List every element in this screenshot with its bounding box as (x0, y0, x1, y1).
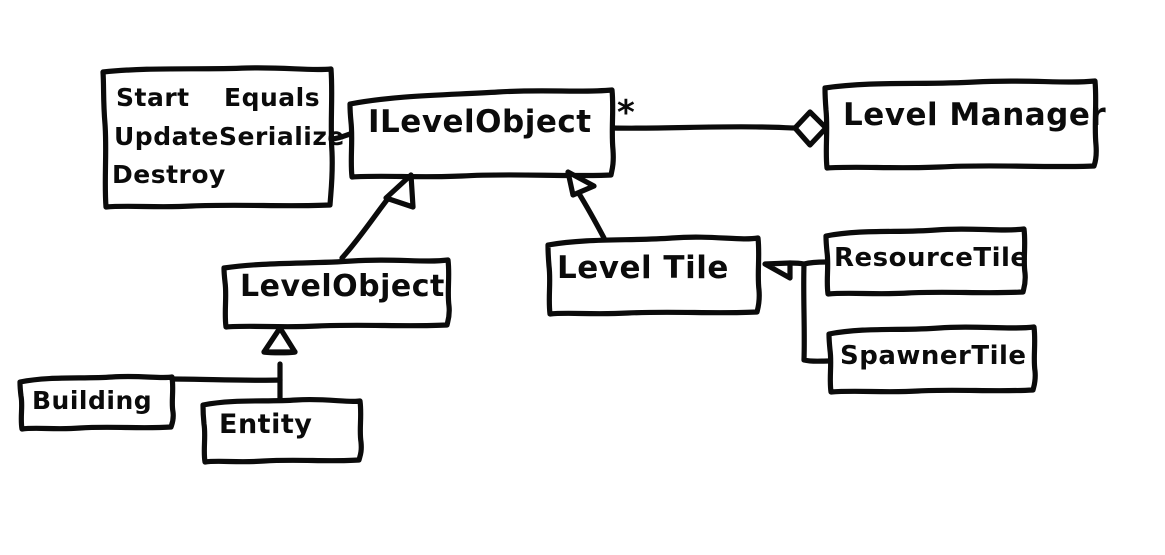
note-link-line (328, 131, 353, 142)
realization-line-leveltile-ilevelobject (565, 169, 607, 241)
note-row-0-left: Start (116, 83, 190, 112)
entity-box (200, 396, 364, 465)
levelobject-box (221, 257, 452, 330)
note-row-2-left: Destroy (112, 160, 226, 189)
note-row-1-left: Update (114, 122, 219, 151)
inheritance-line-tiles-leveltile (762, 259, 831, 364)
spawnertile-box (826, 324, 1038, 395)
multiplicity-label-aggregation: * (617, 93, 635, 133)
leveltile-box (545, 234, 762, 317)
note-row-0-right: Equals (224, 83, 321, 112)
levelmanager-box (822, 78, 1099, 171)
resourcetile-box (823, 226, 1028, 297)
aggregation-line-levelmanager-ilevelobject (610, 109, 829, 148)
realization-line-levelobject-ilevelobject (339, 172, 416, 261)
note-row-1-right: Serialize (219, 122, 345, 151)
building-box (17, 373, 176, 432)
inheritance-line-entity-levelobject (169, 325, 298, 403)
ilevelobject-box (347, 87, 616, 180)
methods-note-box (100, 65, 335, 210)
